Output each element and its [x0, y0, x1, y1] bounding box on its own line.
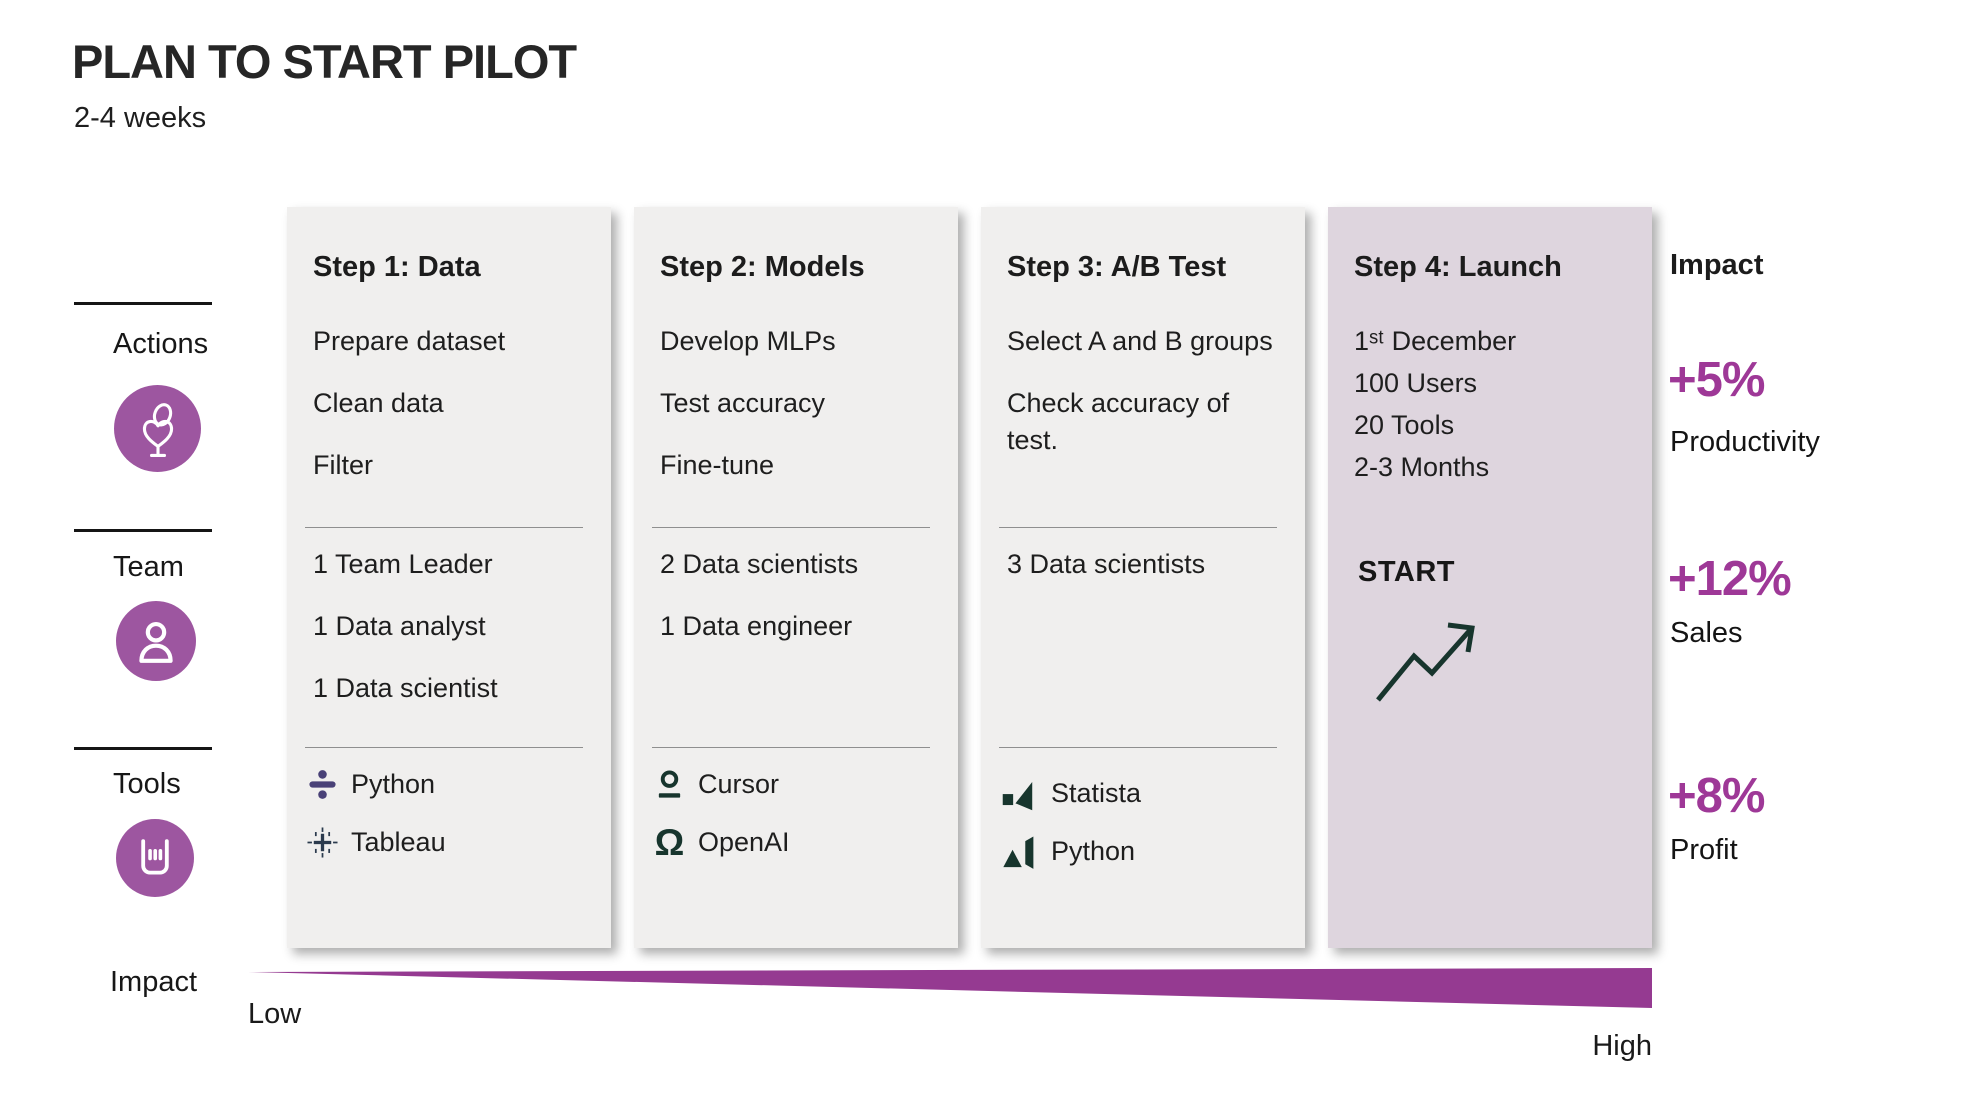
impact-label-productivity: Productivity [1670, 426, 1820, 458]
step2-actions-list: Develop MLPs Test accuracy Fine-tune [660, 323, 938, 509]
tool-label: Cursor [698, 768, 780, 799]
start-label: START [1358, 556, 1456, 588]
legend-divider [74, 747, 212, 750]
legend-team-label: Team [113, 551, 184, 583]
step3-title: Step 3: A/B Test [1007, 251, 1227, 283]
legend-divider [74, 529, 212, 532]
openai-icon: Ω [654, 821, 685, 863]
impact-label-sales: Sales [1670, 617, 1743, 649]
tool-row: Python [1001, 830, 1141, 872]
tool-row: Cursor [654, 763, 790, 805]
card-divider [305, 527, 583, 528]
action-item: Prepare dataset [313, 326, 506, 356]
team-item: 1 Data engineer [660, 611, 853, 641]
step3-team-list: 3 Data scientists [1007, 546, 1285, 608]
launch-detail: 2-3 Months [1354, 452, 1490, 482]
person-icon [116, 601, 196, 681]
tool-row: Tableau [307, 821, 446, 863]
tableau-icon [307, 826, 338, 858]
step2-tools: Cursor Ω OpenAI [654, 763, 790, 879]
step3-actions-list: Select A and B groups Check accuracy of … [1007, 323, 1285, 484]
card-divider [652, 747, 930, 748]
action-item: Test accuracy [660, 388, 826, 418]
legend-actions-label: Actions [113, 328, 209, 360]
team-item: 3 Data scientists [1007, 549, 1206, 579]
impact-header: Impact [1670, 249, 1764, 281]
card-divider [999, 527, 1277, 528]
legend-divider [74, 302, 212, 305]
tool-label: Python [1051, 835, 1136, 866]
launch-detail: 100 Users [1354, 368, 1478, 398]
card-divider [652, 527, 930, 528]
action-item: Develop MLPs [660, 326, 836, 356]
action-item: Filter [313, 450, 373, 480]
cursor-icon [654, 769, 685, 800]
action-item: Clean data [313, 388, 444, 418]
tool-label: Python [351, 768, 436, 799]
heart-balloon-icon [114, 385, 201, 472]
scale-high-label: High [1592, 1030, 1652, 1062]
card-divider [305, 747, 583, 748]
statista-icon [1001, 775, 1038, 812]
trend-arrow-icon [1374, 612, 1484, 709]
step1-tools: Python T [307, 763, 446, 879]
python-chart-icon [1001, 833, 1038, 870]
impact-scale-wedge [248, 966, 1652, 1017]
launch-detail: 20 Tools [1354, 410, 1455, 440]
team-item: 1 Data scientist [313, 673, 498, 703]
team-item: 1 Team Leader [313, 549, 493, 579]
step1-card: Step 1: Data Prepare dataset Clean data … [287, 207, 611, 948]
impact-value-sales: +12% [1668, 552, 1792, 606]
page-title: PLAN TO START PILOT [72, 35, 577, 88]
tool-row: Statista [1001, 772, 1141, 814]
page-subtitle: 2-4 weeks [74, 102, 207, 134]
step4-title: Step 4: Launch [1354, 251, 1562, 283]
tool-label: OpenAI [698, 826, 790, 857]
step1-team-list: 1 Team Leader 1 Data analyst 1 Data scie… [313, 546, 591, 732]
launch-details: 1ˢᵗ December 100 Users 20 Tools 2-3 Mont… [1354, 320, 1516, 488]
step1-actions-list: Prepare dataset Clean data Filter [313, 323, 591, 509]
step3-tools: Statista Python [1001, 772, 1141, 888]
tool-label: Statista [1051, 777, 1142, 808]
step4-card: Step 4: Launch 1ˢᵗ December 100 Users 20… [1328, 207, 1652, 948]
team-item: 2 Data scientists [660, 549, 859, 579]
legend-impact-label: Impact [110, 966, 198, 998]
legend-tools-label: Tools [113, 768, 181, 800]
impact-value-profit: +8% [1668, 769, 1765, 823]
action-item: Fine-tune [660, 450, 775, 480]
team-item: 1 Data analyst [313, 611, 486, 641]
python-divide-icon [307, 769, 338, 800]
step2-title: Step 2: Models [660, 251, 865, 283]
chart-container-icon [116, 819, 194, 897]
step2-team-list: 2 Data scientists 1 Data engineer [660, 546, 938, 670]
launch-detail: 1ˢᵗ December [1354, 326, 1517, 356]
scale-low-label: Low [248, 998, 302, 1030]
action-item: Check accuracy of test. [1007, 388, 1230, 455]
step3-card: Step 3: A/B Test Select A and B groups C… [981, 207, 1305, 948]
tool-label: Tableau [351, 826, 446, 857]
step2-card: Step 2: Models Develop MLPs Test accurac… [634, 207, 958, 948]
tool-row: Python [307, 763, 446, 805]
impact-label-profit: Profit [1670, 834, 1738, 866]
card-divider [999, 747, 1277, 748]
action-item: Select A and B groups [1007, 326, 1273, 356]
step1-title: Step 1: Data [313, 251, 481, 283]
impact-value-productivity: +5% [1668, 353, 1765, 407]
tool-row: Ω OpenAI [654, 821, 790, 863]
